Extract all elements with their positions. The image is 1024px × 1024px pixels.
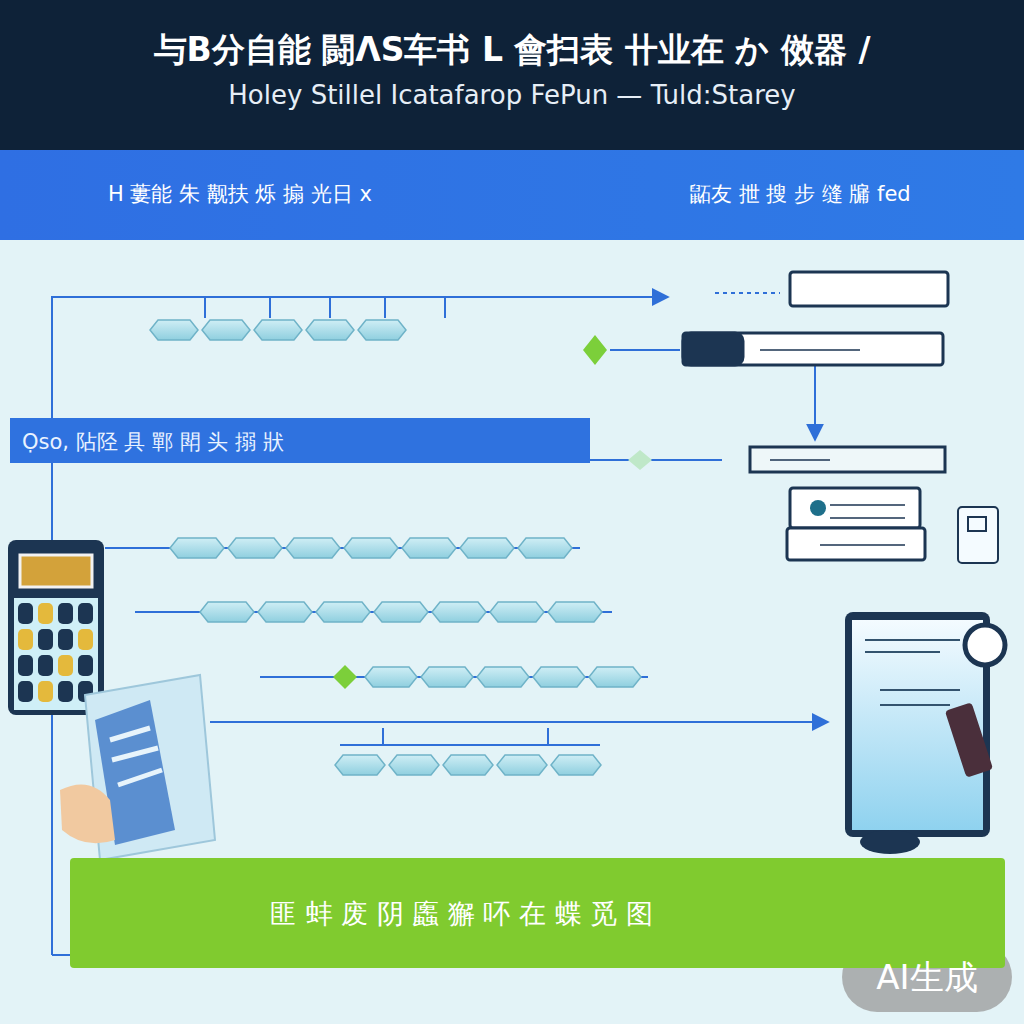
pill-shape	[548, 602, 602, 622]
pill-shape	[344, 538, 398, 558]
flow-line	[610, 349, 680, 351]
flow-line	[210, 721, 828, 723]
flow-line	[340, 728, 600, 745]
flow-line	[715, 292, 780, 294]
document-box	[958, 507, 998, 563]
flow-line	[814, 365, 816, 440]
calculator-illustration	[20, 555, 92, 587]
calculator-illustration	[18, 603, 93, 702]
calculator-illustration	[58, 655, 73, 676]
background	[0, 240, 1024, 1024]
pill-shape	[402, 538, 456, 558]
document-box	[683, 333, 943, 365]
flow-line	[52, 293, 828, 955]
pill-shape	[358, 320, 406, 340]
node-text: H 蔞能 朱 觏扶 烁 搧 光日 x	[108, 180, 372, 208]
flow-line	[590, 459, 722, 461]
calculator-illustration	[18, 629, 33, 650]
tablet-illustration	[860, 830, 920, 854]
calculator-illustration	[8, 540, 104, 715]
pill-shape	[365, 667, 417, 687]
diamond-marker	[583, 335, 607, 365]
pill-shape	[200, 602, 254, 622]
pill-shape	[170, 538, 224, 558]
calculator-illustration	[58, 603, 73, 624]
calculator-illustration	[58, 681, 73, 702]
pill-shape	[589, 667, 641, 687]
calculator-illustration	[14, 598, 98, 710]
calculator-illustration	[38, 681, 53, 702]
tablet-illustration	[845, 612, 1005, 854]
diamond-marker	[333, 335, 652, 689]
hand-illustration	[60, 675, 215, 860]
subtitle: Holey Stillel Icatafarop FePun — Tuld:St…	[0, 80, 1024, 110]
document-box	[787, 528, 925, 560]
blue-bar	[10, 418, 590, 463]
watermark: AI生成	[842, 942, 1012, 1012]
node-text: 鼫友 抴 搜 步 缝 牖 fed	[690, 180, 911, 208]
process-bar: Ọso, 阽陉 具 鄲 閗 头 搦 狀	[10, 418, 590, 463]
calculator-illustration	[38, 655, 53, 676]
pill-shape	[477, 667, 529, 687]
pill-shape	[150, 320, 641, 775]
node-text: 匪 蚌 废 阴 蠯 獬 吥 在 蝶 觅 图	[270, 896, 653, 932]
calculator-illustration	[18, 655, 33, 676]
pill-shape	[335, 755, 385, 775]
diamond-marker	[333, 665, 357, 689]
flow-line	[205, 297, 445, 318]
calculator-illustration	[78, 629, 93, 650]
pill-shape	[389, 755, 439, 775]
pill-shape	[497, 755, 547, 775]
pill-shape	[374, 602, 428, 622]
document-box	[683, 272, 998, 563]
flow-line	[52, 297, 668, 955]
pill-shape	[551, 755, 601, 775]
calculator-illustration	[38, 603, 53, 624]
pill-shape	[228, 538, 282, 558]
header-band	[0, 0, 1024, 150]
pill-shape	[150, 320, 198, 340]
diamond-marker	[628, 450, 652, 470]
blue-band	[0, 150, 1024, 240]
tablet-illustration	[965, 625, 1005, 665]
title: 与B分自能 闘ΛS车书 L 會扫表 卄业在 か 傚器 /	[0, 28, 1024, 73]
node-text: Ọso, 阽陉 具 鄲 閗 头 搦 狀	[22, 428, 284, 456]
pill-shape	[432, 602, 486, 622]
result-bar: 匪 蚌 废 阴 蠯 獬 吥 在 蝶 觅 图	[70, 858, 1005, 968]
pill-shape	[202, 320, 250, 340]
document-box	[968, 517, 986, 531]
pill-shape	[460, 538, 514, 558]
pill-shape	[316, 602, 370, 622]
pill-shape	[286, 538, 340, 558]
tablet-illustration	[865, 640, 960, 705]
pill-shape	[518, 538, 572, 558]
pill-shape	[490, 602, 544, 622]
calculator-illustration	[18, 681, 33, 702]
pill-shape	[421, 667, 473, 687]
pill-shape	[258, 602, 312, 622]
calculator-illustration	[78, 603, 93, 624]
header-band: H 蔞能 朱 觏扶 烁 搧 光日 x 鼫友 抴 搜 步 缝 牖 fed	[0, 150, 1024, 240]
tablet-illustration	[945, 702, 993, 777]
hand-illustration	[60, 784, 115, 843]
calculator-illustration	[38, 629, 53, 650]
calculator-illustration	[78, 655, 93, 676]
pill-shape	[306, 320, 354, 340]
calculator-illustration	[58, 629, 73, 650]
pill-shape	[443, 755, 493, 775]
pill-shape	[254, 320, 302, 340]
document-box	[810, 500, 826, 516]
hand-illustration	[110, 728, 162, 785]
calculator-illustration	[8, 540, 104, 715]
flow-line	[52, 954, 70, 956]
calculator-illustration	[18, 603, 33, 624]
document-box	[790, 272, 948, 306]
document-box	[760, 350, 905, 545]
pill-shape	[533, 667, 585, 687]
document-box	[683, 333, 743, 365]
document-box	[790, 488, 920, 528]
green-bar	[70, 858, 1005, 968]
